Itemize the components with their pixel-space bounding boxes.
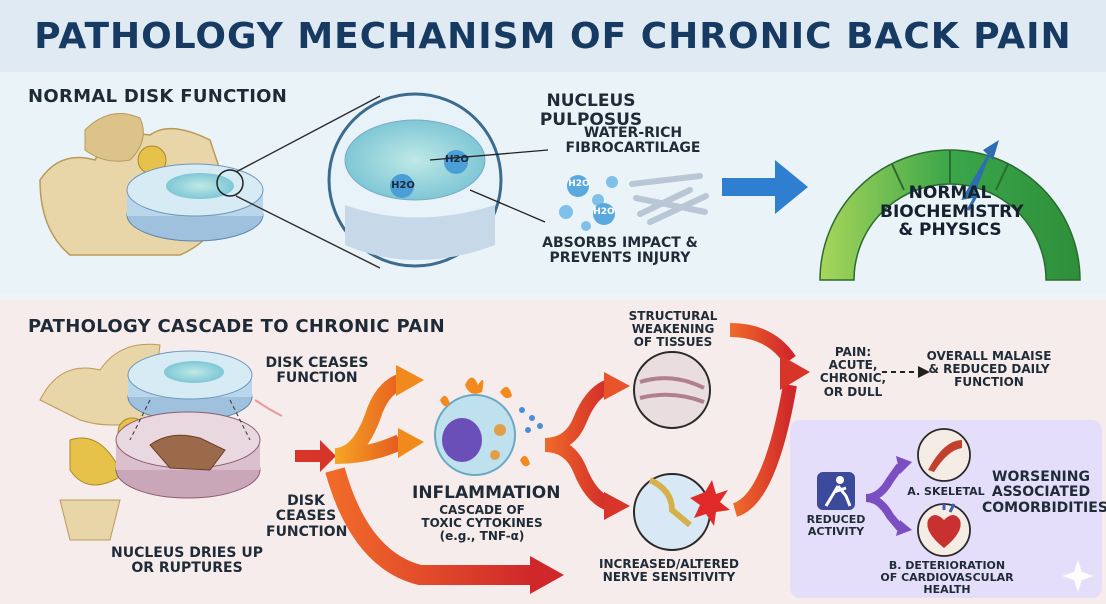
h2o-label-2: H2O	[391, 180, 415, 191]
inflammation-desc: CASCADE OF TOXIC CYTOKINES (e.g., TNF-α)	[421, 503, 543, 544]
zoom-circle-nucleus	[327, 92, 503, 268]
sparkle-icon	[1062, 560, 1094, 592]
page-title: PATHOLOGY MECHANISM OF CHRONIC BACK PAIN	[34, 15, 1072, 57]
structural-weakening-circle	[633, 351, 711, 429]
pain-label: PAIN: ACUTE, CHRONIC, OR DULL	[819, 345, 887, 399]
reduced-activity-icon	[817, 472, 855, 510]
skeletal-label: A. SKELETAL	[907, 485, 985, 498]
gauge-label: NORMAL BIOCHEMISTRY & PHYSICS	[880, 183, 1024, 241]
cascade-heading: PATHOLOGY CASCADE TO CHRONIC PAIN	[28, 316, 445, 337]
disk-ceases-label-2: DISK CEASES FUNCTION	[266, 493, 348, 540]
nucleus-dries-label: NUCLEUS DRIES UP OR RUPTURES	[111, 545, 263, 577]
inflammation-cell-icon	[434, 377, 543, 476]
reduced-activity-label: REDUCED ACTIVITY	[806, 513, 866, 539]
water-rich-label: WATER-RICH FIBROCARTILAGE	[565, 125, 701, 157]
worsening-label: WORSENING ASSOCIATED COMORBIDITIES	[982, 469, 1106, 516]
inflammation-title: INFLAMMATION	[412, 483, 561, 503]
gauge	[819, 140, 1081, 281]
skeletal-muscle-icon	[917, 428, 971, 482]
h2o-label-4: H2O	[593, 207, 615, 217]
blue-arrow	[722, 160, 808, 214]
red-arrow-long	[325, 467, 530, 585]
water-molecules-icon	[559, 175, 618, 231]
normal-vertebra-illustration	[39, 113, 264, 256]
structural-label: STRUCTURAL WEAKENING OF TISSUES	[628, 309, 718, 350]
red-arrow-small	[295, 440, 336, 472]
normal-heading: NORMAL DISK FUNCTION	[28, 86, 288, 107]
nucleus-title: NUCLEUS PULPOSUS	[539, 91, 643, 130]
absorbs-impact-label: ABSORBS IMPACT & PREVENTS INJURY	[542, 235, 698, 267]
heart-icon	[917, 503, 971, 557]
degenerated-vertebra-illustration	[39, 343, 283, 541]
title-bar: PATHOLOGY MECHANISM OF CHRONIC BACK PAIN	[0, 0, 1106, 72]
collagen-fibers-icon	[629, 173, 709, 225]
nerve-label: INCREASED/ALTERED NERVE SENSITIVITY	[599, 557, 739, 585]
malaise-label: OVERALL MALAISE & REDUCED DAILY FUNCTION	[926, 349, 1052, 390]
nerve-sensitivity-circle	[633, 473, 730, 551]
h2o-label-3: H2O	[568, 179, 590, 189]
disk-ceases-label-1: DISK CEASES FUNCTION	[265, 355, 369, 387]
cardio-label: B. DETERIORATION OF CARDIOVASCULAR HEALT…	[880, 559, 1014, 597]
h2o-label-1: H2O	[445, 154, 469, 165]
